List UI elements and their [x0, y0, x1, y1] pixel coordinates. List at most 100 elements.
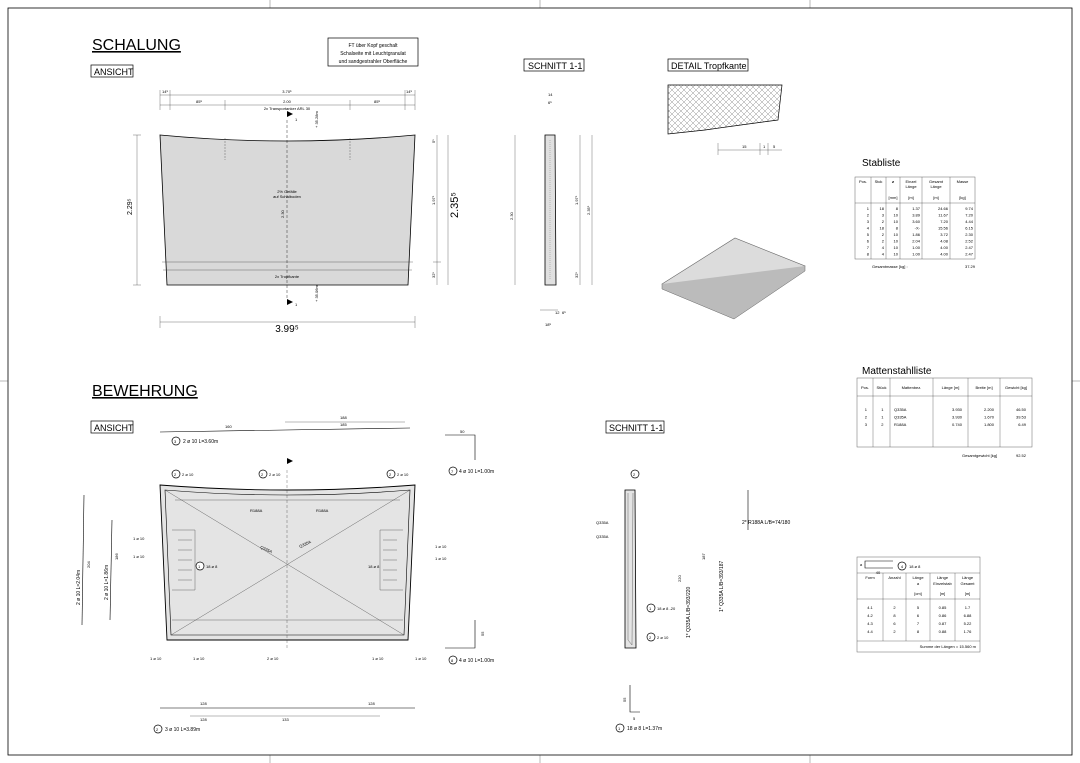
stabliste-cell: 4.08 [940, 239, 949, 244]
stabliste-cell: 3.72 [940, 232, 949, 237]
bar-label: 1 ø 10 [133, 536, 145, 541]
stabliste-cell: 4.00 [940, 245, 949, 250]
biegeliste-cell: 0.87 [939, 621, 948, 626]
section-note: 1* Q335A L/B=393/220 [686, 586, 692, 638]
biegeliste-sum: Summe der Längen = 15.560 m [920, 644, 977, 649]
stabliste-cell: 4.44 [965, 219, 974, 224]
dim-label: 128 [200, 717, 207, 722]
stabliste-header: Stck [875, 179, 883, 184]
section-note: 2 ø 10 [657, 635, 669, 640]
panel-elevation [159, 134, 416, 286]
pos3-label: 2 ø 10 L=3.60m [183, 439, 218, 445]
mattenliste-cell: 3.930 [952, 407, 963, 412]
biegeliste-cell: 6.88 [964, 613, 973, 618]
mattenliste-cell: R188A [894, 422, 907, 427]
dim-height-right: 2.35⁵ [449, 192, 461, 218]
stabliste-cell: 4.00 [940, 252, 949, 257]
biegeliste-header: Einzelstab [933, 581, 952, 586]
slope-note: 2% Gefälle [277, 189, 297, 194]
mesh-label: R188A [250, 508, 263, 513]
dim-label: 160 [225, 424, 232, 429]
stabliste-cell: 3.60 [912, 219, 921, 224]
pos5-label: 2 ø 10 L=1.86m [104, 565, 110, 600]
mattenliste-cell: 2 [865, 415, 868, 420]
mattenliste-frame [856, 377, 1033, 448]
stabliste-header: Einzel [906, 179, 917, 184]
stabliste-cell: 10 [894, 239, 899, 244]
section-note: 18 ø 8 -20 [657, 606, 676, 611]
pos4-marker [897, 561, 907, 571]
schnitt-dim-top2: 6⁵ [548, 100, 552, 105]
biegeliste-cell: 4.2 [867, 613, 873, 618]
dim-label: 204 [86, 561, 91, 568]
bar-label: 1 ø 10 [435, 556, 447, 561]
biegeliste-header: Anzahl [888, 575, 900, 580]
biegeliste-cell: 8 [893, 613, 896, 618]
mattenliste-total-label: Gesamtgewicht [kg] [962, 453, 997, 458]
stirrup-ladder-right [379, 529, 403, 591]
note-box [327, 37, 419, 67]
biegeliste-spec: 18 ø 8 [909, 564, 921, 569]
dim-height-left: 2.29⁵ [127, 198, 134, 215]
pos-marker: 2 [261, 472, 264, 477]
pos-marker: 1 [649, 606, 652, 611]
stabliste-cell: -X- [915, 226, 921, 231]
mattenliste-cell: 1.670 [984, 415, 995, 420]
bar-label: 2 ø 10 [182, 472, 194, 477]
schnitt-label: SCHNITT 1-1 [528, 61, 582, 71]
mattenliste-cell: 1 [865, 407, 868, 412]
biegeliste-cell: 4.3 [867, 621, 873, 626]
dim-inner-h: 1.97⁵ [431, 195, 436, 205]
section-note: 2* R188A L/B=74/180 [742, 520, 790, 526]
stabliste-cell: 11.67 [938, 213, 948, 218]
stabliste-cell: 4 [882, 252, 885, 257]
biegeliste-cell: 7 [917, 621, 920, 626]
stabliste-cell: 10 [894, 245, 899, 250]
section-mat-label: Q335A [596, 520, 609, 525]
stabliste-cell: 9.74 [965, 206, 974, 211]
stabliste-cell: 7 [867, 245, 870, 250]
mattenliste-header: Breite [m] [975, 385, 992, 390]
stabliste-cell: 3 [882, 213, 885, 218]
biegeliste-header: Länge [962, 575, 974, 580]
detail-label-box [667, 58, 749, 72]
stabliste-cell: 2.04 [912, 239, 921, 244]
pos-marker: 2 [649, 635, 652, 640]
dim-right-edge: 14⁵ [406, 89, 412, 94]
mattenliste-cell: 0.740 [952, 422, 963, 427]
stabliste-cell: 24.66 [938, 206, 949, 211]
note-line: und sandgestrahler Oberfläche [339, 59, 408, 65]
pos7-label: 4 ø 10 L=1.00m [459, 469, 494, 475]
stabliste-cell: 2 [882, 232, 885, 237]
pos2-marker: 2 [156, 727, 159, 732]
detail-dim: 15 [742, 144, 747, 149]
stabliste-total-value: 37.29 [965, 264, 976, 269]
stirrup-ladder-left [172, 529, 196, 591]
mattenliste-cell: 1 [881, 407, 884, 412]
biegeliste-header: Länge [937, 575, 949, 580]
dim-label: 188 [340, 415, 347, 420]
stabliste-total-label: Gesamtmasse [kg] : [872, 264, 908, 269]
detail-label: DETAIL Tropfkante [671, 61, 747, 71]
stabliste-cell: 4 [882, 245, 885, 250]
dim-label: 128 [368, 701, 375, 706]
stabliste-cell: 8 [896, 226, 899, 231]
biegeliste-cell: 6 [893, 621, 896, 626]
note-line: Schalseite mit Leuchtgranulat [340, 51, 406, 57]
bew-schnitt-box [605, 420, 665, 434]
dim-left-edge: 14⁵ [162, 89, 168, 94]
section-mark-label: 1 [295, 117, 298, 122]
stabliste-cell: 1.37 [912, 206, 921, 211]
stabliste-cell: 2 [867, 213, 870, 218]
section-note: 1* Q335A L/B=393/187 [719, 560, 725, 612]
stabliste-title: Stabliste [862, 158, 901, 169]
stabliste-cell: 2.47 [965, 245, 974, 250]
bar-label: 1 ø 10 [133, 554, 145, 559]
drip-note: 2x Tropfkante [275, 274, 300, 279]
level-bottom: + 35.06m [314, 285, 319, 302]
biegeliste-cell: 5.22 [964, 621, 973, 626]
stabliste-unit: [mm] [889, 195, 898, 200]
bar-label: 18 ø 8 [206, 564, 218, 569]
